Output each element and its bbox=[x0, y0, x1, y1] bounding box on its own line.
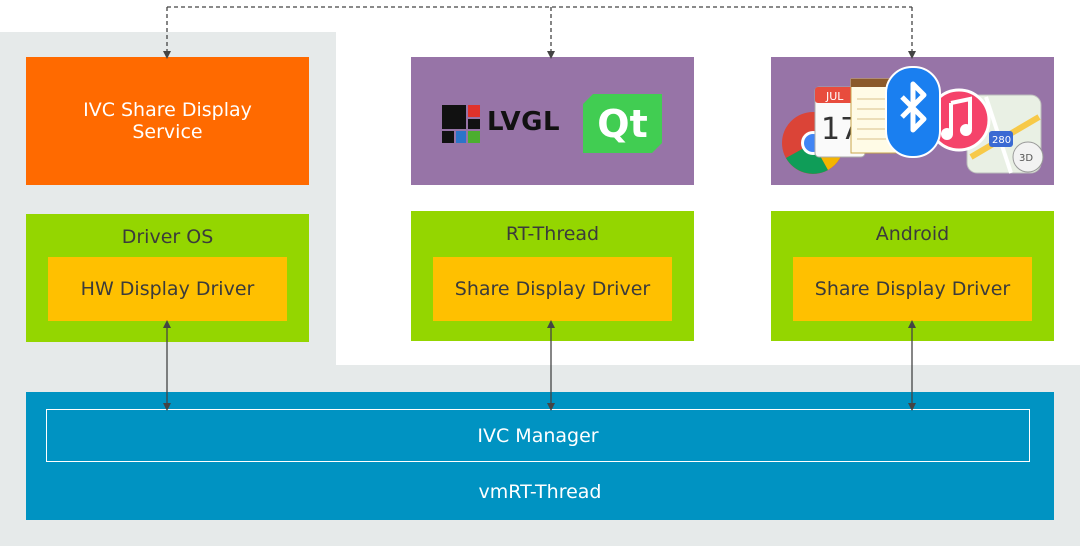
ivc-manager-box: IVC Manager bbox=[46, 409, 1030, 462]
android-apps-box: JUL 17 280 3D bbox=[771, 57, 1054, 185]
bluetooth-icon bbox=[885, 66, 941, 158]
rt-gui-box: LVGL Qt bbox=[411, 57, 694, 185]
rt-share-display-driver-label: Share Display Driver bbox=[454, 278, 651, 300]
lvgl-logo-text: LVGL bbox=[487, 107, 561, 137]
hw-display-driver-box: HW Display Driver bbox=[48, 257, 287, 321]
calendar-month-text: JUL bbox=[825, 90, 844, 103]
android-label: Android bbox=[875, 223, 950, 245]
qt-logo-icon bbox=[583, 94, 662, 153]
rt-thread-box: RT-Thread Share Display Driver bbox=[411, 211, 694, 341]
driver-os-label: Driver OS bbox=[121, 226, 214, 248]
maps-3d-text: 3D bbox=[1019, 153, 1033, 164]
ivc-manager-label: IVC Manager bbox=[477, 424, 599, 447]
ivc-arrows bbox=[163, 320, 916, 411]
dashed-connector bbox=[163, 6, 916, 59]
maps-route-text: 280 bbox=[992, 135, 1011, 146]
driver-os-box: Driver OS HW Display Driver bbox=[26, 214, 309, 342]
android-share-display-driver-box: Share Display Driver bbox=[793, 257, 1032, 321]
rt-thread-label: RT-Thread bbox=[505, 223, 600, 245]
rt-share-display-driver-box: Share Display Driver bbox=[433, 257, 672, 321]
ivc-share-display-service-box: IVC Share Display Service bbox=[26, 57, 309, 185]
vmrt-thread-box: IVC Manager vmRT-Thread bbox=[26, 392, 1054, 520]
hw-display-driver-label: HW Display Driver bbox=[80, 278, 255, 300]
android-box: Android Share Display Driver bbox=[771, 211, 1054, 341]
lvgl-logo-icon bbox=[442, 105, 480, 143]
maps-icon: 280 3D bbox=[966, 94, 1044, 174]
qt-logo-text: Qt bbox=[597, 101, 648, 146]
android-share-display-driver-label: Share Display Driver bbox=[814, 278, 1011, 300]
android-app-icons: JUL 17 280 3D bbox=[782, 66, 1044, 174]
ivc-share-display-service-label: IVC Share Display Service bbox=[83, 99, 252, 143]
vmrt-thread-label: vmRT-Thread bbox=[478, 481, 602, 503]
